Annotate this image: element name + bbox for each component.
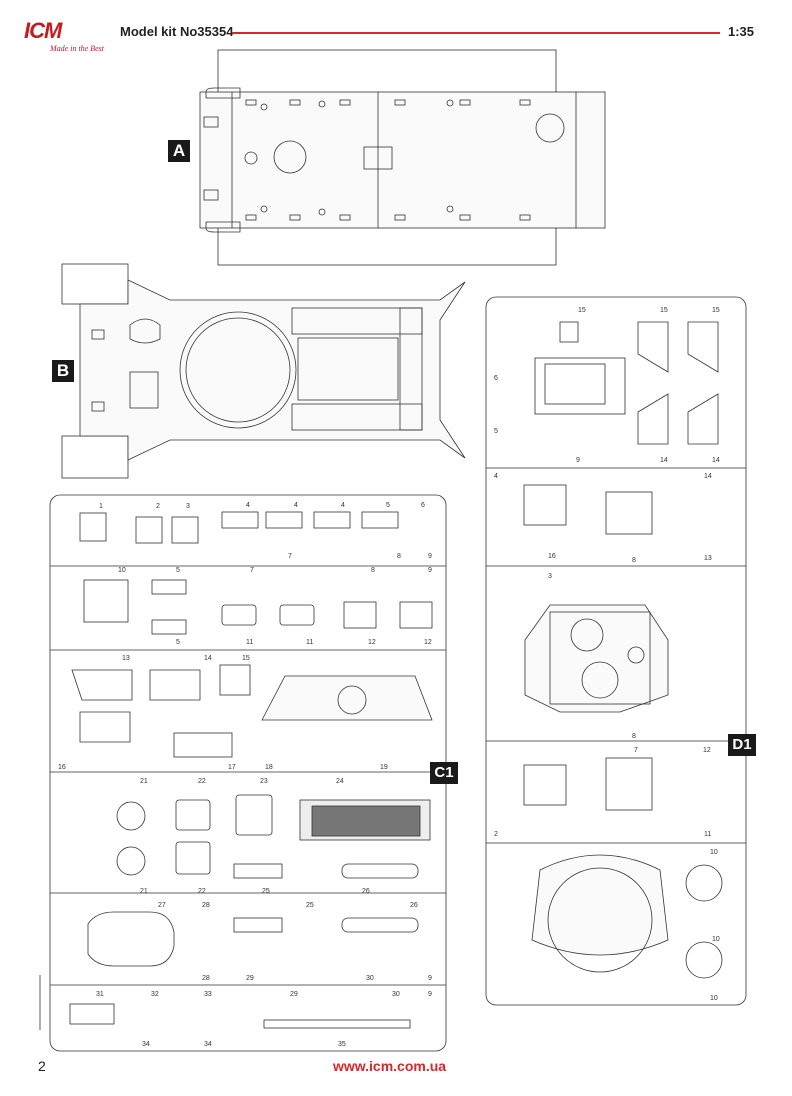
d1-part-number: 4 <box>494 473 498 480</box>
header-rule <box>232 32 720 34</box>
d1-part-number: 13 <box>704 555 712 562</box>
d1-part-number: 8 <box>632 557 636 564</box>
c1-part-number: 33 <box>204 991 212 998</box>
c1-part-number: 5 <box>176 639 180 646</box>
website-link[interactable]: www.icm.com.ua <box>333 1058 447 1074</box>
d1-part-number: 10 <box>712 936 720 943</box>
c1-part-number: 11 <box>306 639 313 646</box>
c1-part-number: 26 <box>362 888 370 895</box>
c1-part-number: 29 <box>290 991 298 998</box>
sprue-d1-frame <box>485 296 747 1006</box>
c1-part-number: 18 <box>265 764 273 771</box>
sprue-c1-frame <box>39 494 447 1052</box>
c1-part-number: 28 <box>202 975 210 982</box>
sprue-a-label: A <box>168 140 190 162</box>
d1-part-number: 14 <box>704 473 712 480</box>
c1-part-number: 35 <box>338 1041 346 1048</box>
d1-part-number: 15 <box>660 307 668 314</box>
c1-part-number: 8 <box>371 567 375 574</box>
sprue-b-part <box>61 263 466 479</box>
icm-logo: ICM Made in the Best <box>24 18 114 58</box>
d1-part-number: 11 <box>704 831 711 838</box>
c1-part-number: 6 <box>421 502 425 509</box>
d1-part-number: 10 <box>710 995 718 1002</box>
d1-part-number: 2 <box>494 831 498 838</box>
c1-part-number: 7 <box>250 567 254 574</box>
c1-part-number: 27 <box>158 902 166 909</box>
c1-part-number: 24 <box>336 778 344 785</box>
c1-part-number: 9 <box>428 567 432 574</box>
d1-part-number: 15 <box>578 307 586 314</box>
c1-part-number: 8 <box>397 553 401 560</box>
c1-part-number: 28 <box>202 902 210 909</box>
c1-part-number: 14 <box>204 655 212 662</box>
c1-part-number: 4 <box>246 502 250 509</box>
d1-part-number: 6 <box>494 375 498 382</box>
c1-part-number: 13 <box>122 655 130 662</box>
d1-part-number: 15 <box>712 307 720 314</box>
c1-part-number: 21 <box>140 888 148 895</box>
c1-part-number: 12 <box>424 639 432 646</box>
kit-scale: 1:35 <box>727 24 754 39</box>
c1-part-number: 26 <box>410 902 418 909</box>
c1-part-number: 9 <box>428 991 432 998</box>
c1-part-number: 19 <box>380 764 388 771</box>
sprue-b-label: B <box>52 360 74 382</box>
c1-part-number: 16 <box>58 764 66 771</box>
c1-part-number: 9 <box>428 975 432 982</box>
sprue-c1-label: C1 <box>430 762 458 784</box>
c1-part-number: 11 <box>246 639 253 646</box>
c1-part-number: 7 <box>288 553 292 560</box>
d1-part-number: 9 <box>576 457 580 464</box>
c1-part-number: 3 <box>186 503 190 510</box>
c1-part-number: 17 <box>228 764 236 771</box>
page-header: ICM Made in the Best Model kit No35354 1… <box>0 0 792 60</box>
c1-part-number: 21 <box>140 778 148 785</box>
c1-part-number: 5 <box>176 567 180 574</box>
d1-part-number: 5 <box>494 428 498 435</box>
c1-part-number: 25 <box>306 902 314 909</box>
sprue-d1-label: D1 <box>728 734 756 756</box>
d1-part-number: 8 <box>632 733 636 740</box>
brand-name: ICM <box>24 18 62 43</box>
d1-part-number: 14 <box>712 457 720 464</box>
d1-part-number: 10 <box>710 849 718 856</box>
c1-part-number: 34 <box>204 1041 212 1048</box>
d1-part-number: 14 <box>660 457 668 464</box>
d1-part-number: 16 <box>548 553 556 560</box>
c1-part-number: 23 <box>260 778 268 785</box>
d1-part-number: 7 <box>634 747 638 754</box>
c1-part-number: 1 <box>99 503 103 510</box>
d1-part-number: 3 <box>548 573 552 580</box>
c1-part-number: 29 <box>246 975 254 982</box>
kit-title: Model kit No35354 <box>120 24 234 39</box>
c1-part-number: 2 <box>156 503 160 510</box>
c1-part-number: 30 <box>392 991 400 998</box>
c1-part-number: 10 <box>118 567 126 574</box>
brand-slogan: Made in the Best <box>50 44 104 53</box>
page-number: 2 <box>38 1058 46 1074</box>
c1-part-number: 15 <box>242 655 250 662</box>
sprue-a-part <box>199 49 606 266</box>
c1-part-number: 9 <box>428 553 432 560</box>
c1-part-number: 25 <box>262 888 270 895</box>
c1-part-number: 5 <box>386 502 390 509</box>
c1-part-number: 4 <box>341 502 345 509</box>
c1-part-number: 30 <box>366 975 374 982</box>
c1-part-number: 34 <box>142 1041 150 1048</box>
c1-part-number: 31 <box>96 991 104 998</box>
d1-part-number: 12 <box>703 747 711 754</box>
c1-part-number: 32 <box>151 991 159 998</box>
c1-part-number: 12 <box>368 639 376 646</box>
c1-part-number: 22 <box>198 778 206 785</box>
c1-part-number: 22 <box>198 888 206 895</box>
c1-part-number: 4 <box>294 502 298 509</box>
